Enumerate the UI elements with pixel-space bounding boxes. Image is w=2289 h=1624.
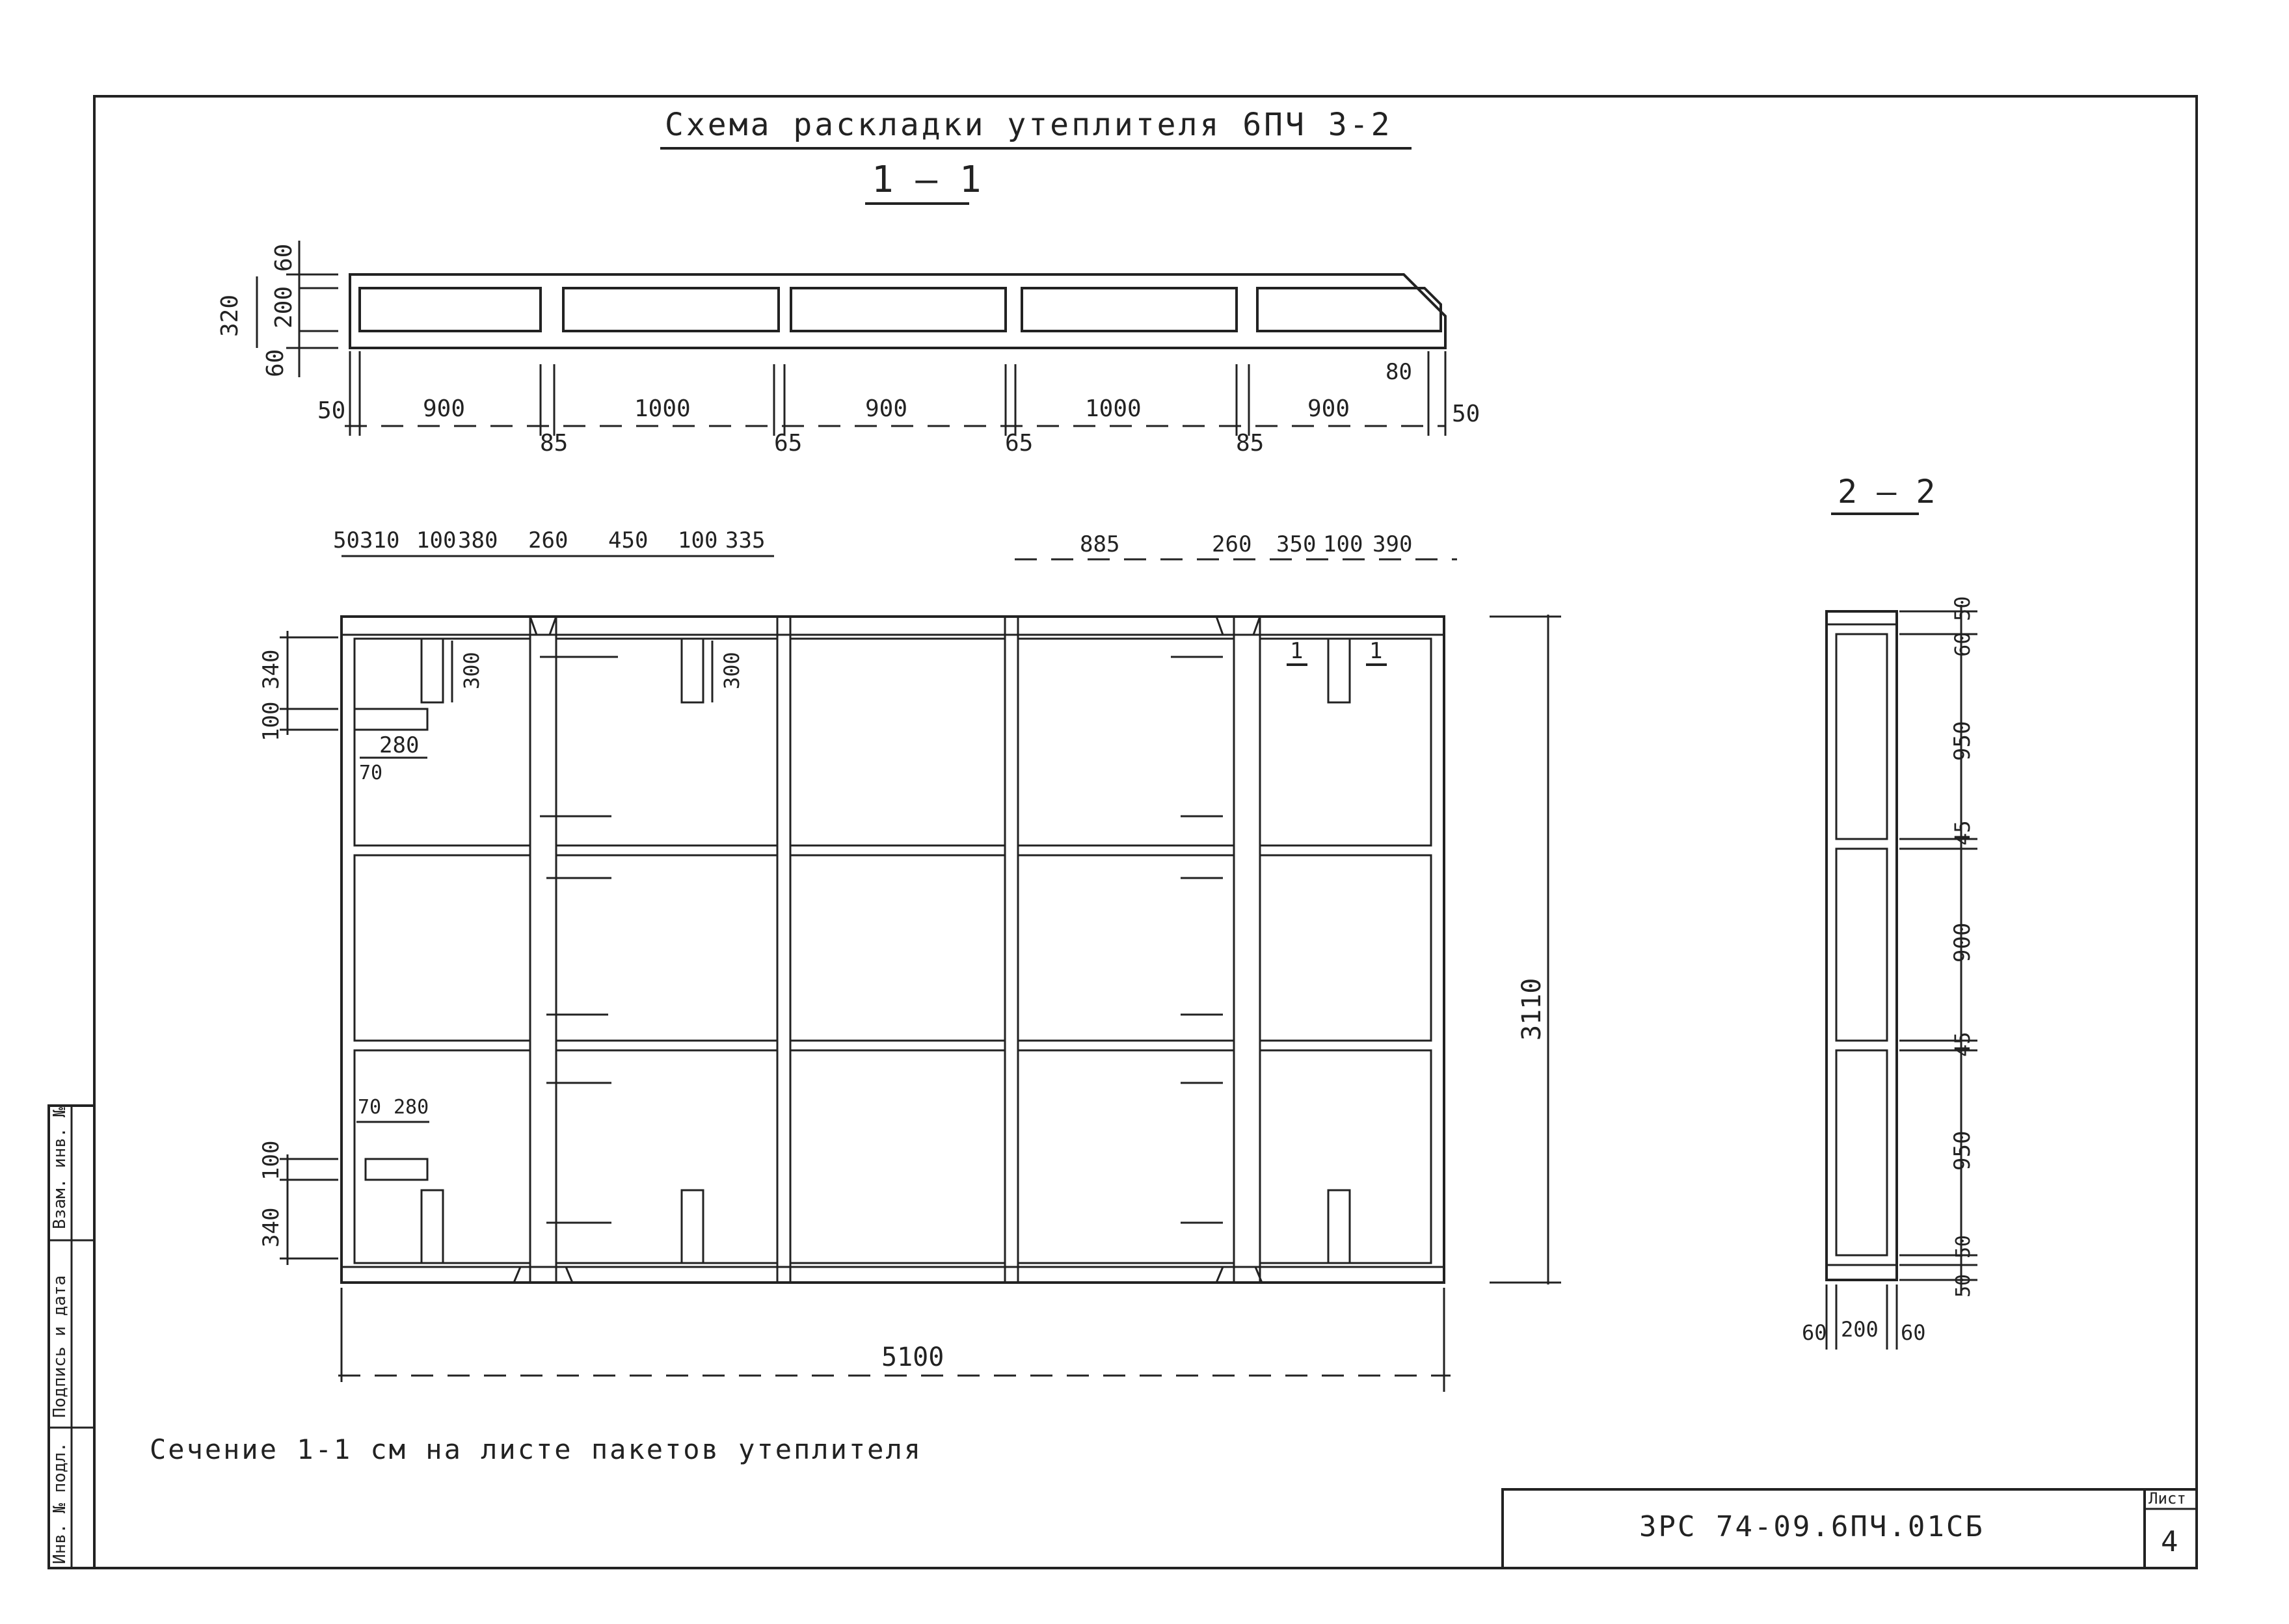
dim-text: 100 [1323,531,1363,557]
plan-cell [353,854,531,1042]
dim-text: 900 [423,395,465,422]
dim-text: 65 [1005,430,1033,457]
dim-text: 280 [394,1096,429,1119]
dim-text: 65 [774,430,802,457]
dim-text: 85 [540,430,568,457]
sheet-number: 4 [2161,1525,2178,1558]
dim-text: 45 [1950,1032,1975,1057]
dim-text: 200 [271,286,297,328]
slot [1327,637,1351,704]
plan-cell [1259,637,1432,847]
dim-text: 340 [258,1208,284,1247]
insulation-panel [790,287,1007,332]
dim-text: 335 [725,527,765,553]
dim-text: 200 [1841,1317,1879,1342]
dim-text: 100 [258,1141,284,1180]
plan-cell [1017,637,1235,847]
plan-cell [789,1049,1006,1264]
dim-text: 350 [1276,531,1316,557]
dim-text: 340 [258,650,284,689]
plan-cell [789,854,1006,1042]
dim-text: 50 [1452,401,1480,427]
dim-text: 885 [1080,531,1119,557]
dim-text: 300 [459,652,484,689]
insert [353,708,429,731]
plan-cell [555,854,779,1042]
dim-text: 70 [359,762,382,784]
plan-view: 50 310 100 380 260 450 100 335 885 260 3… [258,527,1561,1392]
dim-text: 320 [217,295,243,337]
section-note: Сечение 1-1 см на листе пакетов утеплите… [150,1433,922,1465]
slot [420,637,444,704]
sheet-label: Лист [2148,1489,2186,1508]
section-2-2: 2 – 2 50 60 950 45 900 45 950 50 50 60 2… [1802,473,1977,1350]
dim-text: 50 [1952,1235,1975,1258]
plan-cell [789,637,1006,847]
dim-text: 310 [360,527,399,553]
dim-text: 60 [271,244,297,272]
dim-text: 50 [1952,1274,1975,1298]
overall-width: 5100 [881,1342,944,1372]
dim-text: 60 [1802,1320,1827,1345]
title-block: 3РС 74-09.6ПЧ.01СБ Лист 4 [1501,1488,2198,1569]
dim-text: 260 [528,527,568,553]
dim-text: 85 [1236,430,1264,457]
dim-text: 390 [1372,531,1412,557]
section-22-title: 2 – 2 [1838,473,1936,511]
drawing-code: 3РС 74-09.6ПЧ.01СБ [1639,1510,1985,1543]
dim-text: 60 [1950,632,1975,657]
dim-text: 300 [719,652,744,689]
dim-text: 100 [258,702,284,741]
insert [364,1158,429,1181]
dim-text: 60 [262,349,289,377]
section-mark: 1 [1290,638,1303,664]
slot [680,1189,704,1264]
dim-text: 100 [416,527,456,553]
dim-text: 380 [458,527,498,553]
dim-text: 1000 [1085,395,1142,422]
insulation-panel [562,287,780,332]
dim-text: 950 [1949,1131,1975,1171]
dim-text: 60 [1901,1320,1926,1345]
section-mark: 1 [1369,638,1382,664]
section-1-1: 320 60 200 60 50 900 1000 900 1000 900 5… [217,241,1480,457]
section-11-title: 1 – 1 [872,159,982,201]
slot [1327,1189,1351,1264]
insulation-panel [358,287,542,332]
insulation-panel [1256,287,1442,332]
plan-cell [1017,854,1235,1042]
overall-height: 3110 [1517,978,1547,1041]
dim-text: 280 [379,732,419,758]
insulation-panel [1021,287,1238,332]
dim-text: 50 [333,527,360,553]
plan-cell [555,637,779,847]
dim-text: 450 [608,527,648,553]
side-label-inv: Инв. № подл. [50,1442,70,1564]
dim-text: 1000 [634,395,691,422]
dim-text: 45 [1950,820,1975,845]
dim-text: 260 [1212,531,1252,557]
side-label-vzam: Взам. инв. № [50,1107,70,1229]
slot [680,637,704,704]
plan-cell [1259,1049,1432,1264]
slot [420,1189,444,1264]
dim-text: 950 [1949,721,1975,761]
dim-text: 70 [358,1096,381,1119]
dim-text: 900 [1949,923,1975,963]
dim-text: 80 [1385,359,1412,385]
dim-text: 100 [678,527,717,553]
drawing-title: Схема раскладки утеплителя 6ПЧ 3-2 [665,107,1393,143]
sheet-frame: Инв. № подл. Подпись и дата Взам. инв. № [47,95,2198,1569]
dim-text: 900 [865,395,907,422]
dim-text: 50 [317,397,345,424]
side-label-sign: Подпись и дата [50,1275,70,1418]
dim-text: 50 [1950,596,1975,621]
plan-cell [1259,854,1432,1042]
dim-text: 900 [1307,395,1350,422]
